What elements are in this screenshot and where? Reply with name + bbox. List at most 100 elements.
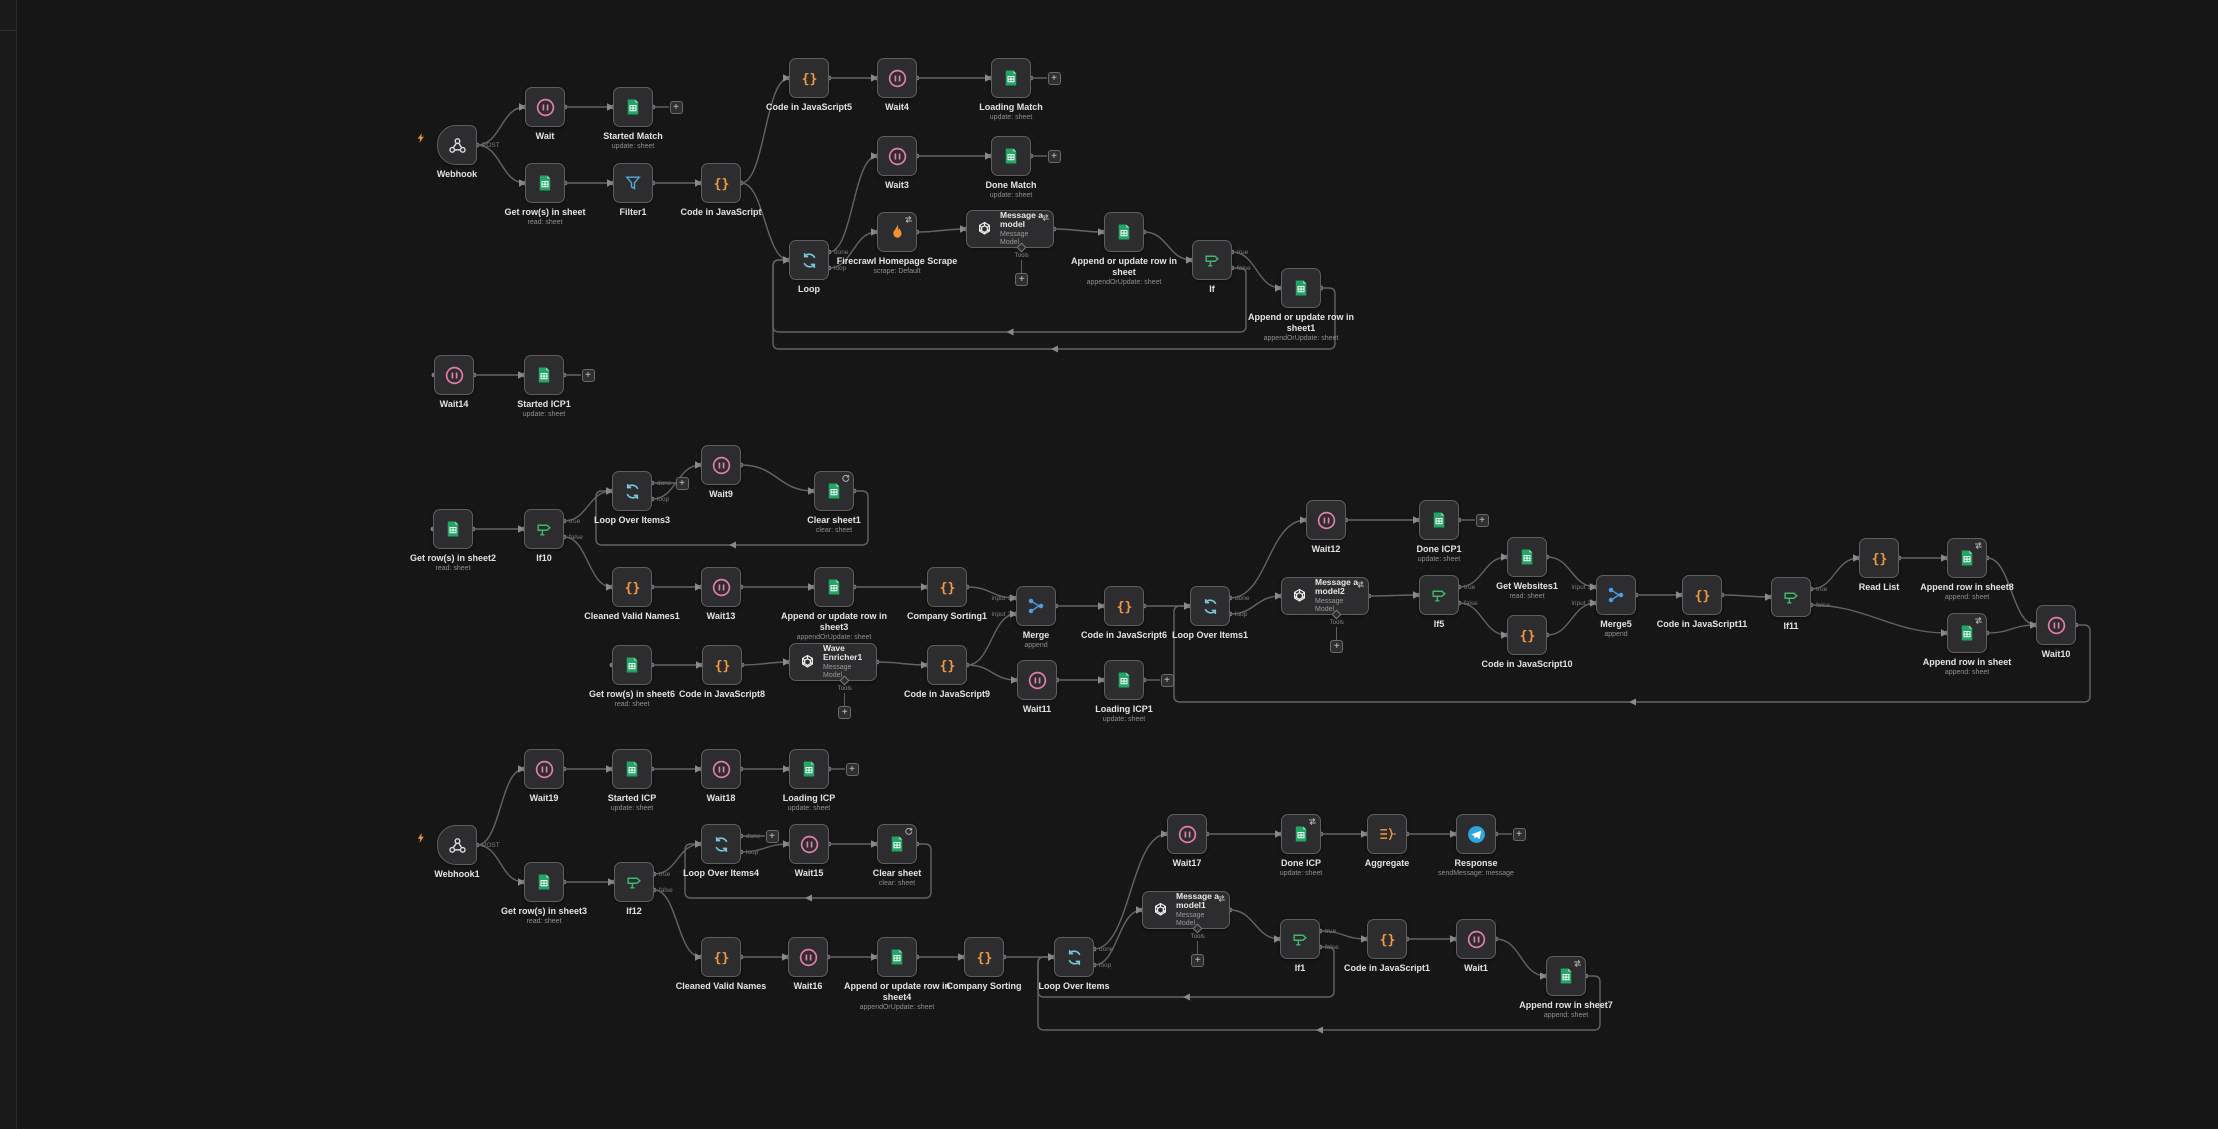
node-webhook-box[interactable] — [437, 125, 477, 165]
node-append-row-in-sheet8-box[interactable] — [1947, 538, 1987, 578]
node-get-rows-in-sheet6-box[interactable] — [612, 645, 652, 685]
node-read-list-box[interactable]: {} — [1859, 538, 1899, 578]
node-get-rows-in-sheet2-box[interactable] — [433, 509, 473, 549]
node-wait1-box[interactable] — [1456, 919, 1496, 959]
add-tool-button[interactable]: + — [1015, 273, 1029, 286]
node-loop-over-items3-box[interactable] — [612, 471, 652, 511]
add-node-button[interactable]: + — [765, 829, 779, 843]
node-append-row-in-sheet7-box[interactable] — [1546, 956, 1586, 996]
node-webhook1-box[interactable] — [437, 825, 477, 865]
node-wait18-box[interactable] — [701, 749, 741, 789]
node-wait14-box[interactable] — [434, 355, 474, 395]
add-node-button[interactable]: + — [675, 476, 689, 490]
node-loop-over-items-box[interactable] — [1054, 937, 1094, 977]
node-started-icp1-box[interactable] — [524, 355, 564, 395]
node-wait3-box[interactable] — [877, 136, 917, 176]
tools-connector[interactable]: Tools+ — [1330, 609, 1344, 653]
tools-diamond-port[interactable] — [1016, 242, 1027, 253]
node-loop-over-items4-box[interactable] — [701, 824, 741, 864]
node-append-or-update-row-in-sheet3-box[interactable] — [814, 567, 854, 607]
node-clear-sheet1-box[interactable] — [814, 471, 854, 511]
node-get-websites1-box[interactable] — [1507, 537, 1547, 577]
node-clear-sheet-box[interactable] — [877, 824, 917, 864]
add-node-button[interactable]: + — [669, 100, 683, 114]
tools-diamond-port[interactable] — [839, 675, 850, 686]
node-loop-over-items1-box[interactable] — [1190, 586, 1230, 626]
node-code-in-javascript1-box[interactable]: {} — [1367, 919, 1407, 959]
node-if11-box[interactable] — [1771, 577, 1811, 617]
add-node-button[interactable]: + — [1512, 827, 1526, 841]
tools-connector[interactable]: Tools+ — [838, 675, 852, 719]
add-node-button[interactable]: + — [845, 762, 859, 776]
node-code-in-javascript10-box[interactable]: {} — [1507, 615, 1547, 655]
node-if12-box[interactable] — [614, 862, 654, 902]
node-response-box[interactable] — [1456, 814, 1496, 854]
node-wait-box[interactable] — [525, 87, 565, 127]
add-node-button[interactable]: + — [581, 368, 595, 382]
node-wait12-box[interactable] — [1306, 500, 1346, 540]
node-wait10-box[interactable] — [2036, 605, 2076, 645]
node-if5-box[interactable] — [1419, 575, 1459, 615]
loopback-arrow — [1006, 328, 1014, 336]
add-tool-button[interactable]: + — [1330, 640, 1344, 653]
node-done-match-box[interactable] — [991, 136, 1031, 176]
node-firecrawl-homepage-scrape-box[interactable] — [877, 212, 917, 252]
node-code-in-javascript8-box[interactable]: {} — [702, 645, 742, 685]
node-loading-icp1-box[interactable] — [1104, 660, 1144, 700]
tools-diamond-port[interactable] — [1331, 609, 1342, 620]
node-cleaned-valid-names1-box[interactable]: {} — [612, 567, 652, 607]
node-append-row-in-sheet-box[interactable] — [1947, 613, 1987, 653]
tools-diamond-port[interactable] — [1192, 923, 1203, 934]
node-wait15-box[interactable] — [789, 824, 829, 864]
node-if-box[interactable] — [1192, 240, 1232, 280]
add-tool-button[interactable]: + — [1191, 954, 1205, 967]
node-loop-box[interactable] — [789, 240, 829, 280]
node-if10-box[interactable] — [524, 509, 564, 549]
node-loading-icp-box[interactable] — [789, 749, 829, 789]
add-node-button[interactable]: + — [1047, 71, 1061, 85]
node-wait13-box[interactable] — [701, 567, 741, 607]
node-wait17-box[interactable] — [1167, 814, 1207, 854]
node-wait11-box[interactable] — [1017, 660, 1057, 700]
node-code-in-javascript6-box[interactable]: {} — [1104, 586, 1144, 626]
node-merge5-box[interactable] — [1596, 575, 1636, 615]
node-company-sorting-box[interactable]: {} — [964, 937, 1004, 977]
node-done-icp-box[interactable] — [1281, 814, 1321, 854]
add-node-button[interactable]: + — [1047, 149, 1061, 163]
tools-connector[interactable]: Tools+ — [1191, 923, 1205, 967]
node-filter1-box[interactable] — [613, 163, 653, 203]
tools-connector[interactable]: Tools+ — [1015, 242, 1029, 286]
node-get-rows-in-sheet3-box[interactable] — [524, 862, 564, 902]
node-wait9-box[interactable] — [701, 445, 741, 485]
node-aggregate-box[interactable] — [1367, 814, 1407, 854]
node-code-in-javascript9-box[interactable]: {} — [927, 645, 967, 685]
node-started-match-box[interactable] — [613, 87, 653, 127]
node-wait16-box[interactable] — [788, 937, 828, 977]
node-wait4-box[interactable] — [877, 58, 917, 98]
node-code-in-javascript5-box[interactable]: {} — [789, 58, 829, 98]
add-node-button[interactable]: + — [1160, 673, 1174, 687]
node-company-sorting1-box[interactable]: {} — [927, 567, 967, 607]
node-get-rows-sheet-box[interactable] — [525, 163, 565, 203]
add-tool-button[interactable]: + — [838, 706, 852, 719]
node-code-in-javascript-box[interactable]: {} — [701, 163, 741, 203]
node-loading-match-box[interactable] — [991, 58, 1031, 98]
node-merge-box[interactable] — [1016, 586, 1056, 626]
node-if1-box[interactable] — [1280, 919, 1320, 959]
node-sublabel: scrape: Default — [873, 267, 921, 275]
node-append-or-update-row-in-sheet4-box[interactable] — [877, 937, 917, 977]
add-node-button[interactable]: + — [1475, 513, 1489, 527]
node-wait19-box[interactable] — [524, 749, 564, 789]
node-append-or-update-row-in-sheet-box[interactable] — [1104, 212, 1144, 252]
node-started-icp-box[interactable] — [612, 749, 652, 789]
node-append-or-update-row-in-sheet1-box[interactable] — [1281, 268, 1321, 308]
node-code-in-javascript11-box[interactable]: {} — [1682, 575, 1722, 615]
node-cleaned-valid-names-box[interactable]: {} — [701, 937, 741, 977]
node-done-icp1-box[interactable] — [1419, 500, 1459, 540]
